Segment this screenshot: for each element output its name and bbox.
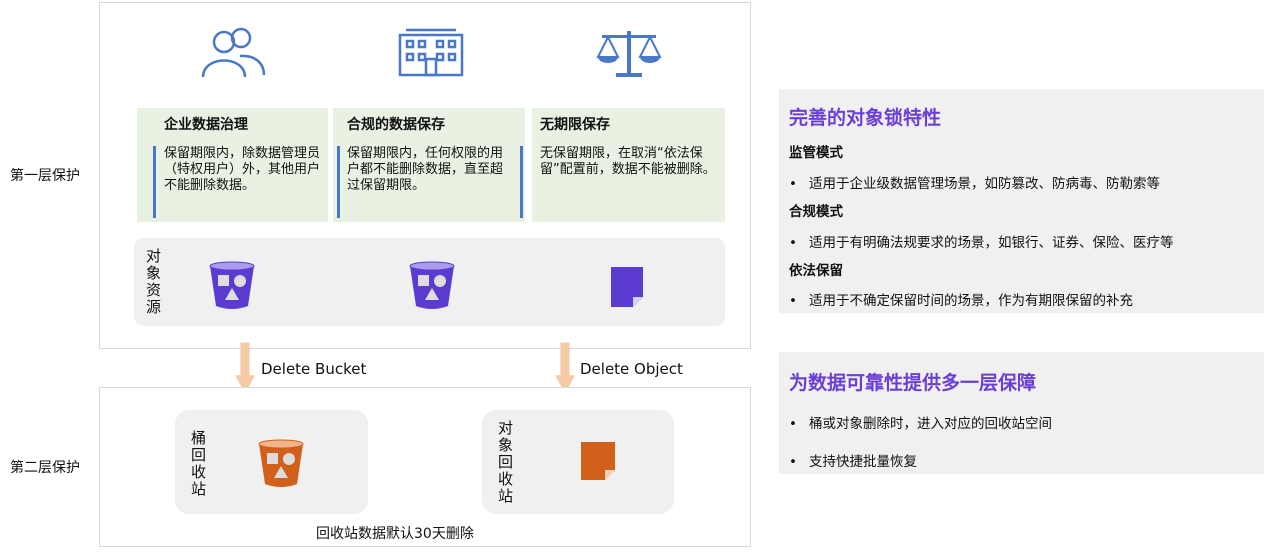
arrow-down-icon	[235, 342, 255, 394]
scale-icon	[596, 31, 662, 77]
card-body: 无保留期限，在取消“依法保留”配置前，数据不能被删除。	[540, 146, 716, 177]
delete-bucket-label: Delete Bucket	[261, 360, 367, 378]
card-title: 合规的数据保存	[347, 117, 445, 133]
accent-bar	[153, 146, 156, 218]
bullet: 桶或对象删除时，进入对应的回收站空间	[789, 412, 1052, 432]
accent-bar	[520, 146, 523, 218]
building-icon	[398, 28, 464, 77]
mode-name: 合规模式	[789, 204, 843, 220]
card-body: 保留期限内，除数据管理员（特权用户）外，其他用户不能删除数据。	[164, 146, 321, 193]
mode-name: 依法保留	[789, 263, 843, 279]
object-icon	[611, 267, 643, 307]
second-layer-label: 第二层保护	[10, 460, 80, 476]
mode-desc: 适用于不确定保留时间的场景，作为有期限保留的补充	[789, 289, 1133, 309]
bucket-recycle-label: 桶回收站	[191, 429, 207, 498]
mode-desc: 适用于企业级数据管理场景，如防篡改、防病毒、防勒索等	[789, 172, 1160, 192]
mode-name: 监管模式	[789, 145, 843, 161]
recycle-retention-note: 回收站数据默认30天删除	[316, 526, 474, 542]
arrow-down-icon	[555, 342, 575, 394]
object-recycle-bin: 对象回收站	[482, 410, 674, 514]
bucket-icon	[209, 261, 255, 309]
panel-title: 完善的对象锁特性	[789, 107, 942, 129]
panel-title: 为数据可靠性提供多一层保障	[789, 372, 1037, 394]
delete-object-label: Delete Object	[580, 360, 683, 378]
resources-label: 对象资源	[146, 247, 162, 316]
object-lock-panel: 完善的对象锁特性 监管模式 适用于企业级数据管理场景，如防篡改、防病毒、防勒索等…	[779, 89, 1264, 313]
recycled-bucket-icon	[258, 439, 304, 487]
users-icon	[201, 27, 266, 78]
recycled-object-icon	[581, 442, 615, 480]
accent-bar	[337, 146, 340, 218]
mode-desc: 适用于有明确法规要求的场景，如银行、证券、保险、医疗等	[789, 231, 1174, 251]
bullet: 支持快捷批量恢复	[789, 450, 917, 470]
card-compliance-storage: 合规的数据保存 保留期限内，任何权限的用户都不能删除数据，直至超过保留期限。	[333, 108, 525, 222]
first-layer-label: 第一层保护	[10, 168, 80, 184]
card-title: 企业数据治理	[164, 117, 248, 133]
reliability-panel: 为数据可靠性提供多一层保障 桶或对象删除时，进入对应的回收站空间 支持快捷批量恢…	[779, 352, 1264, 474]
card-title: 无期限保存	[540, 117, 610, 133]
card-indefinite-storage: 无期限保存 无保留期限，在取消“依法保留”配置前，数据不能被删除。	[532, 108, 725, 222]
card-body: 保留期限内，任何权限的用户都不能删除数据，直至超过保留期限。	[347, 146, 504, 193]
object-recycle-label: 对象回收站	[498, 419, 514, 505]
card-enterprise-governance: 企业数据治理 保留期限内，除数据管理员（特权用户）外，其他用户不能删除数据。	[137, 108, 328, 222]
bucket-icon	[409, 261, 455, 309]
